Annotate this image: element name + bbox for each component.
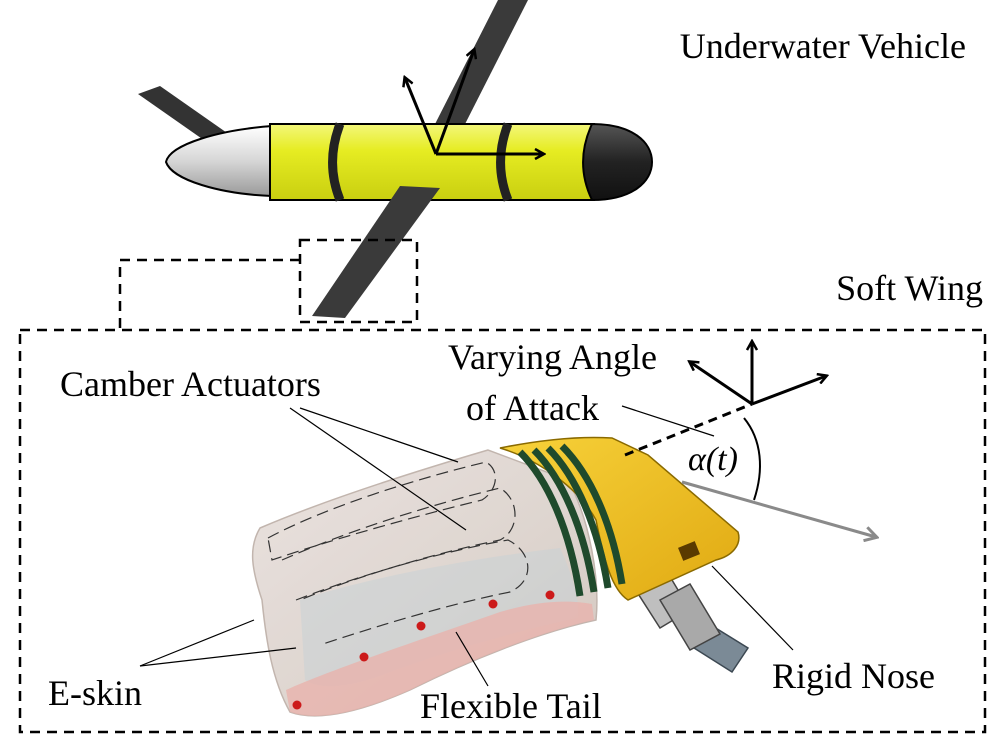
- label-varying-angle-line1: Varying Angle: [448, 337, 657, 377]
- angle-of-attack-annotation: [621, 342, 876, 537]
- upper-wing-fin: [432, 0, 528, 130]
- chord-line: [624, 402, 753, 457]
- label-underwater-vehicle: Underwater Vehicle: [680, 26, 966, 66]
- lower-wing-fin: [312, 186, 440, 318]
- label-flexible-tail: Flexible Tail: [420, 686, 602, 726]
- vehicle-axes: [405, 50, 543, 154]
- soft-wing-box: [18, 328, 987, 734]
- label-rigid-nose: Rigid Nose: [772, 656, 935, 696]
- flow-arrow: [681, 480, 876, 537]
- label-camber-actuators: Camber Actuators: [60, 364, 321, 404]
- vehicle-band-2: [496, 122, 513, 202]
- tape-stripes: [517, 443, 626, 597]
- alpha-arc: [743, 417, 761, 501]
- leader-lines: [139, 407, 794, 687]
- label-e-skin: E-skin: [48, 673, 142, 713]
- underwater-vehicle: [138, 0, 654, 318]
- label-alpha: α(t): [688, 441, 738, 478]
- vehicle-band-1: [328, 122, 345, 202]
- zoom-source-box: [298, 238, 419, 324]
- vehicle-tail-cone: [164, 124, 273, 198]
- nose-slot: [678, 541, 700, 561]
- soft-wing-red-edge: [286, 601, 594, 716]
- soft-wing: [251, 436, 750, 717]
- label-varying-angle-line2: of Attack: [466, 388, 599, 428]
- sensor-dots: [292, 590, 555, 710]
- varying-angle-leader: [621, 405, 715, 437]
- wing-frame-axes: [690, 342, 826, 406]
- vehicle-nose: [582, 122, 654, 202]
- label-soft-wing: Soft Wing: [836, 268, 983, 308]
- zoom-callout: [18, 238, 987, 734]
- soft-wing-inner: [300, 548, 579, 687]
- zoom-connector: [118, 258, 300, 328]
- actuator-outlines: [267, 461, 529, 646]
